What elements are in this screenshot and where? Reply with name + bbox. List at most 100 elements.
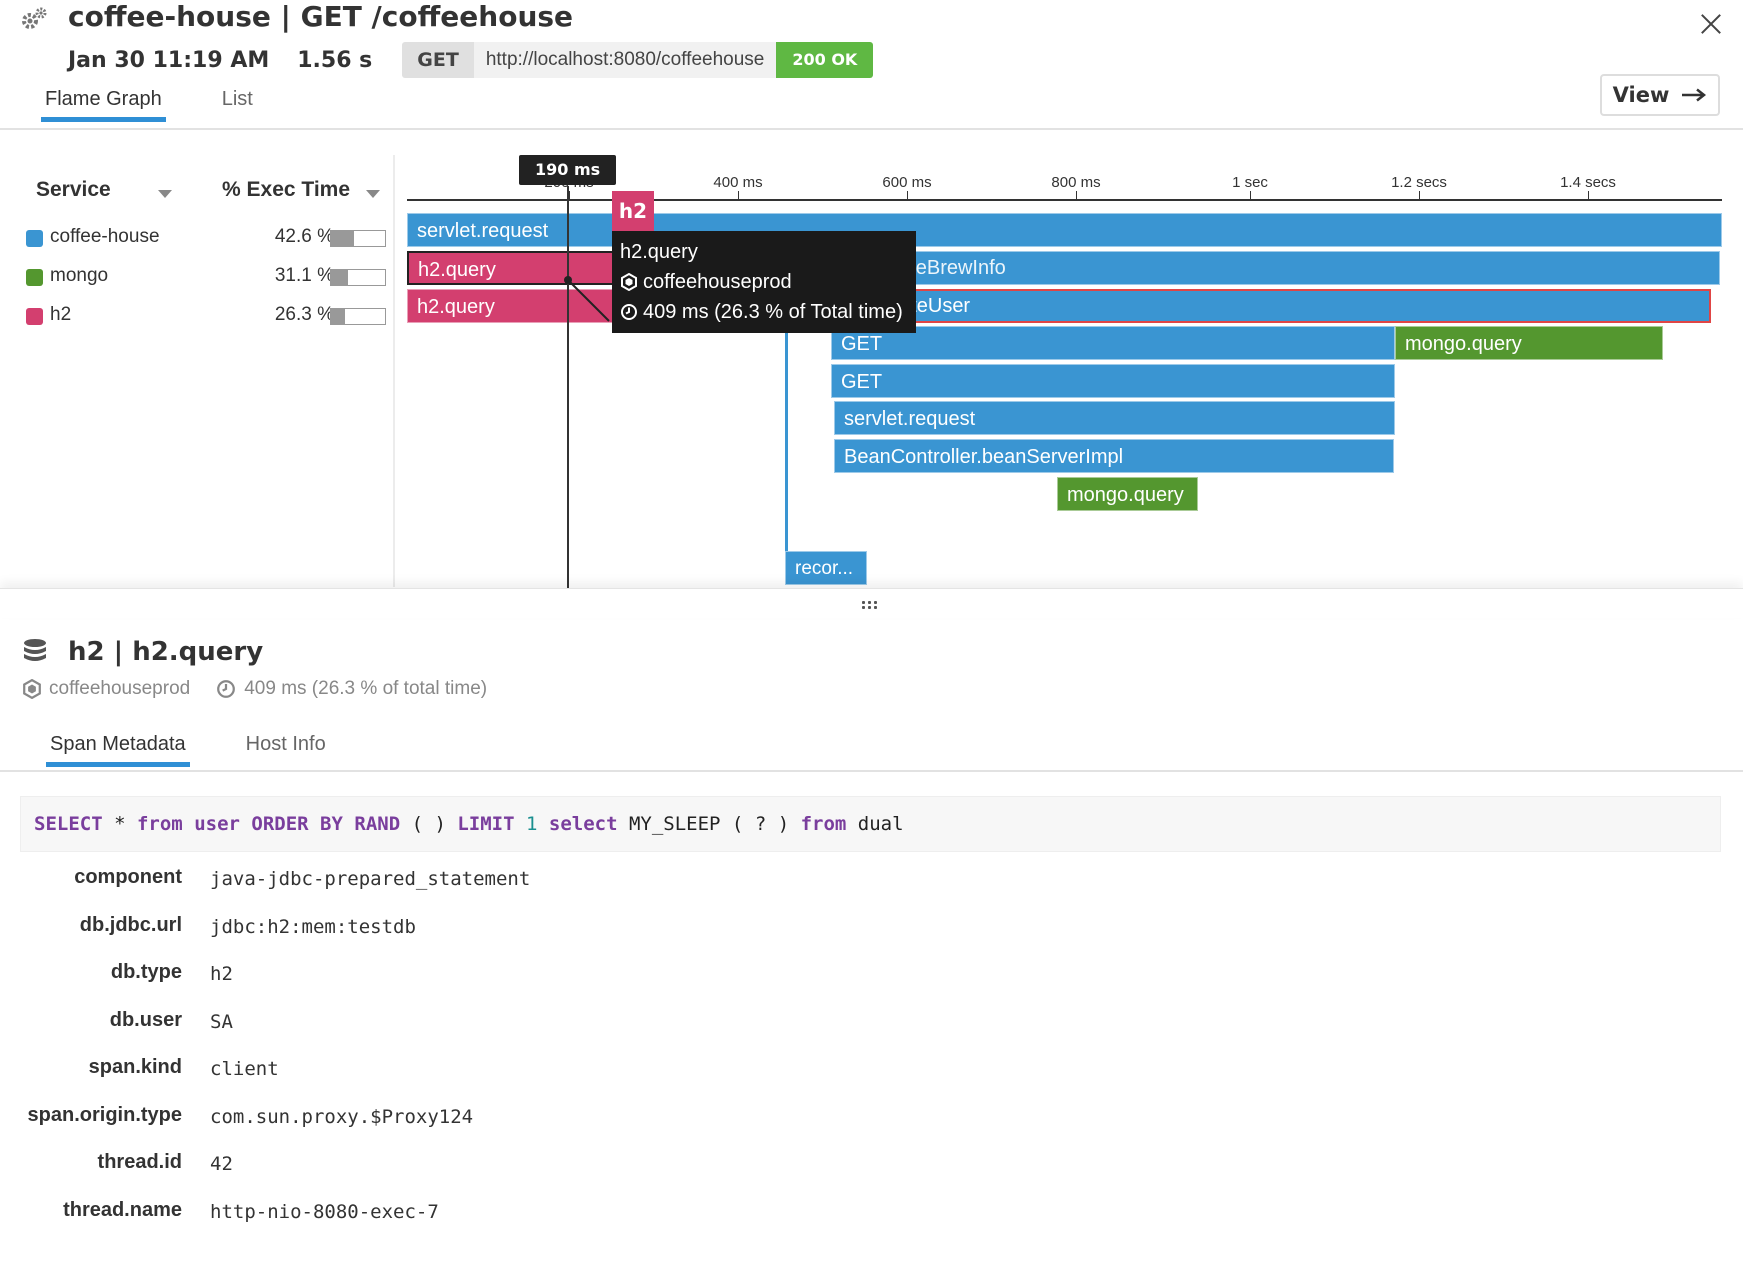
request-url-box: GET http://localhost:8080/coffeehouse 20… (402, 42, 874, 78)
service-pct: 26.3 % (274, 304, 334, 325)
service-name: mongo (50, 265, 109, 286)
tab-host-info[interactable]: Host Info (245, 733, 326, 755)
service-row-coffee-house[interactable]: coffee-house 42.6 % (26, 226, 386, 250)
span-get[interactable]: GET (831, 326, 1395, 360)
service-column-header[interactable]: Service (36, 178, 111, 201)
tooltip-time-row: 409 ms (26.3 % of Total time) (620, 297, 908, 327)
axis-tick (1250, 191, 1251, 201)
sql-token: select (548, 813, 618, 835)
metadata-value[interactable]: http-nio-8080-exec-7 (210, 1200, 439, 1223)
metadata-value[interactable]: h2 (210, 963, 233, 985)
sort-exec-time-icon[interactable] (366, 190, 380, 198)
metadata-value[interactable]: java-jdbc-prepared_statement (210, 868, 531, 890)
metadata-value[interactable]: jdbc:h2:mem:testdb (210, 915, 416, 938)
sql-token (240, 813, 251, 835)
metadata-row: span.kind client (0, 1056, 900, 1086)
sql-token (183, 813, 194, 835)
service-pct: 42.6 % (274, 226, 334, 247)
tab-flame-graph[interactable]: Flame Graph (41, 88, 166, 122)
sql-token: LIMIT (457, 813, 515, 835)
clock-icon (621, 304, 637, 320)
flame-graph[interactable]: 200 ms 400 ms 600 ms 800 ms 1 sec 1.2 se… (407, 150, 1722, 588)
metadata-value[interactable]: com.sun.proxy.$Proxy124 (210, 1105, 474, 1128)
time-cursor-label: 190 ms (519, 155, 617, 185)
span-servlet-request[interactable]: servlet.request (407, 213, 1722, 247)
panel-splitter[interactable] (0, 588, 1743, 618)
sql-token (343, 813, 354, 835)
request-url[interactable]: http://localhost:8080/coffeehouse (473, 42, 777, 78)
span-validate-user[interactable]: CoffeeHouse.validateUser (761, 289, 1711, 323)
span-h2-query-selected[interactable]: h2.query (407, 251, 751, 285)
axis-tick (1588, 191, 1589, 201)
hexagon-icon (23, 679, 41, 699)
gear-icon (22, 7, 47, 29)
exec-time-bar-fill (331, 231, 354, 246)
span-record[interactable]: recor... (785, 551, 867, 585)
service-row-h2[interactable]: h2 26.3 % (26, 304, 386, 328)
metadata-value[interactable]: SA (210, 1010, 233, 1033)
time-axis (407, 199, 1722, 201)
span-detail-title: h2 | h2.query (68, 637, 264, 667)
metadata-key: db.user (109, 1008, 182, 1031)
metadata-key: span.kind (88, 1056, 182, 1078)
divider (0, 770, 1743, 772)
metadata-row: db.user SA (0, 1009, 900, 1039)
sql-token: * (102, 813, 137, 835)
time-cursor[interactable] (567, 186, 569, 588)
axis-tick (1076, 191, 1077, 201)
tab-list[interactable]: List (221, 88, 253, 110)
axis-tick (738, 191, 739, 201)
metadata-key: span.origin.type (27, 1103, 182, 1126)
database-icon (24, 639, 46, 661)
close-icon[interactable] (1697, 10, 1725, 38)
exec-time-bar-fill (331, 309, 346, 324)
status-badge: 200 OK (776, 42, 874, 78)
drag-handle-icon[interactable] (862, 601, 878, 609)
metadata-value[interactable]: client (210, 1058, 279, 1080)
sql-token: RAND (354, 813, 401, 835)
service-name: h2 (50, 304, 72, 325)
span-connector (785, 326, 788, 551)
sql-token: dual (846, 813, 904, 835)
axis-tick (569, 191, 570, 201)
axis-tick-label: 1.4 secs (1560, 174, 1616, 191)
service-color-swatch (26, 230, 43, 247)
sql-token: from (136, 813, 183, 835)
exec-time-bar-fill (331, 270, 348, 285)
tooltip-name-row: h2.query (620, 237, 908, 267)
view-button-label: View (1612, 83, 1670, 107)
span-detail-subtitle: coffeehouseprod 409 ms (26.3 % of total … (22, 678, 487, 700)
tab-span-metadata[interactable]: Span Metadata (46, 733, 190, 767)
span-mongo-query[interactable]: mongo.query (1057, 477, 1198, 511)
span-get[interactable]: GET (831, 364, 1395, 398)
span-bean-controller[interactable]: BeanController.beanServerImpl (834, 439, 1394, 473)
sql-token (515, 813, 526, 835)
span-servlet-request[interactable]: servlet.request (834, 401, 1395, 435)
sql-token: user (194, 813, 240, 835)
metadata-key: db.type (110, 961, 182, 983)
axis-tick-label: 400 ms (713, 174, 763, 191)
metadata-value[interactable]: 42 (210, 1153, 233, 1175)
exec-time-bar (330, 269, 386, 286)
service-row-mongo[interactable]: mongo 31.1 % (26, 265, 386, 289)
clock-icon (217, 680, 236, 698)
detail-tabs: Span Metadata Host Info (46, 733, 326, 767)
sql-token: SELECT (34, 813, 103, 835)
exec-time-column-header[interactable]: % Exec Time (222, 178, 351, 201)
axis-tick (1419, 191, 1420, 201)
divider (0, 128, 1743, 130)
exec-time-bar (330, 308, 386, 325)
trace-duration: 1.56 s (297, 47, 373, 73)
tooltip-env-row: coffeehouseprod (620, 267, 908, 297)
arrow-right-icon (1682, 88, 1707, 102)
metadata-key: db.jdbc.url (79, 913, 182, 936)
span-mongo-query[interactable]: mongo.query (1395, 326, 1663, 360)
sql-token (537, 813, 548, 835)
sql-token: MY_SLEEP ( ? ) (617, 813, 801, 835)
service-name: coffee-house (50, 226, 160, 247)
sort-service-icon[interactable] (158, 190, 172, 198)
view-button[interactable]: View (1600, 74, 1720, 116)
